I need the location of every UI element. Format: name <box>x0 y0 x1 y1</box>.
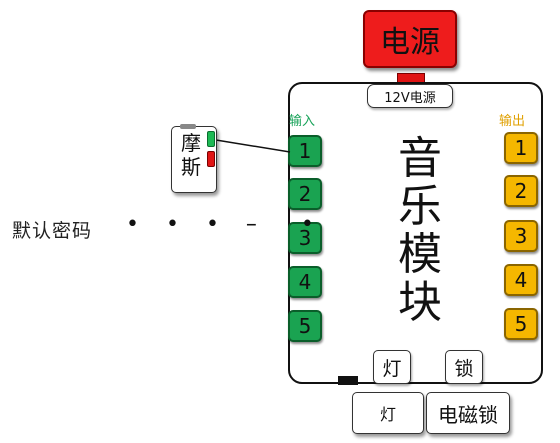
input-port-3[interactable]: 3 <box>288 222 322 254</box>
input-port-1[interactable]: 1 <box>288 135 322 167</box>
output-port-3[interactable]: 3 <box>504 220 538 252</box>
green-led-icon <box>207 131 215 147</box>
output-title: 输出 <box>499 114 526 129</box>
red-led-icon <box>207 151 215 167</box>
module-title: 音 乐 模 块 <box>380 135 460 335</box>
lock-connector[interactable]: 锁 <box>445 350 483 384</box>
input-title: 输入 <box>289 114 316 129</box>
morse-key-label-line: 摩 <box>181 131 201 155</box>
module-title-char: 音 <box>398 133 442 184</box>
electric-lock-device[interactable]: 电磁锁 <box>426 392 510 434</box>
module-notch <box>338 376 358 385</box>
power-input-label: 12V电源 <box>367 84 453 108</box>
input-port-2[interactable]: 2 <box>288 178 322 210</box>
output-port-1[interactable]: 1 <box>504 132 538 164</box>
output-port-2[interactable]: 2 <box>504 175 538 207</box>
music-module <box>288 82 543 384</box>
output-port-4[interactable]: 4 <box>504 264 538 296</box>
morse-key-top <box>180 124 196 129</box>
module-title-char: 模 <box>398 229 442 280</box>
lamp-connector[interactable]: 灯 <box>373 350 411 384</box>
password-label: 默认密码 <box>12 220 93 242</box>
morse-key-label-line: 斯 <box>181 155 201 179</box>
lamp-device[interactable]: 灯 <box>352 392 424 434</box>
module-title-char: 块 <box>398 277 442 328</box>
input-port-4[interactable]: 4 <box>288 266 322 298</box>
module-title-char: 乐 <box>398 181 442 232</box>
input-port-5[interactable]: 5 <box>288 310 322 342</box>
morse-key-label: 摩 斯 <box>174 131 208 179</box>
password-code: • • • – • <box>126 212 324 237</box>
output-port-5[interactable]: 5 <box>504 308 538 340</box>
power-button[interactable]: 电源 <box>363 10 457 68</box>
